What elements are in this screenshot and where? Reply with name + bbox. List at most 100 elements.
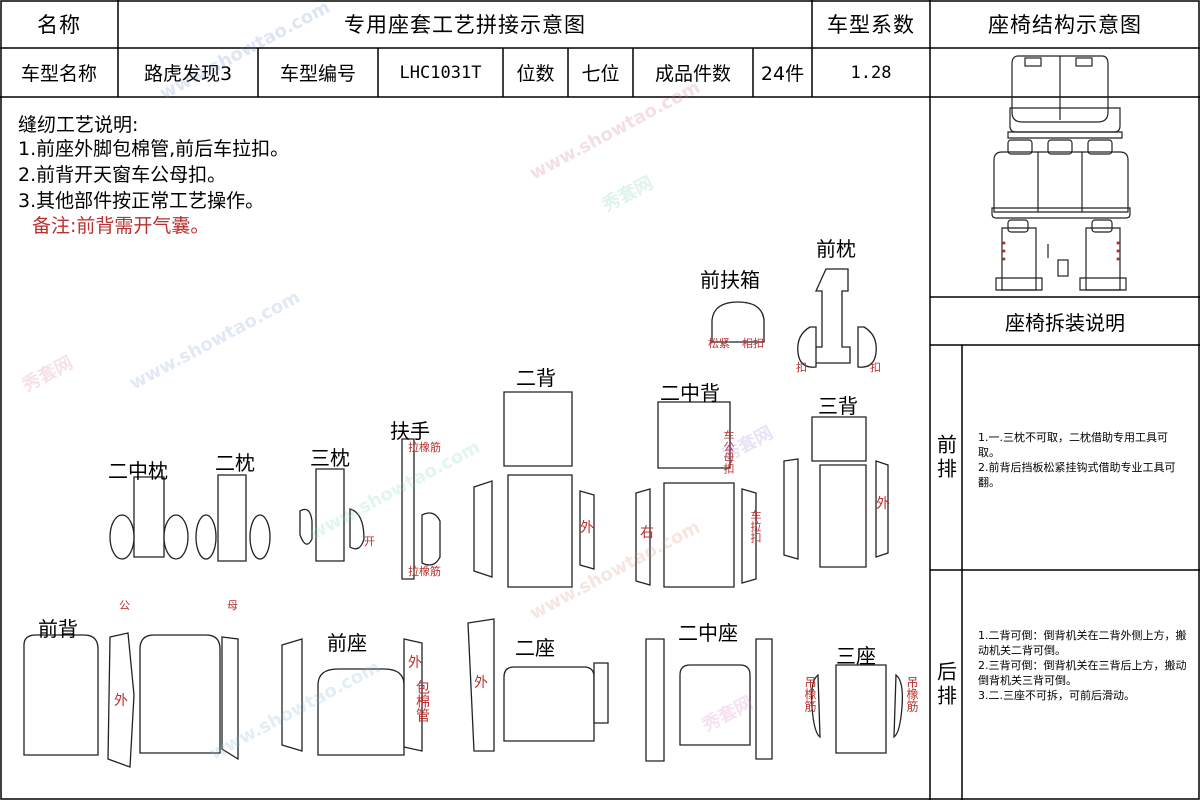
piece-second-seat-main (503, 666, 595, 742)
piece-third-headrest-left (299, 508, 313, 545)
piece-second-mid-headrest-left (109, 514, 135, 560)
label-armrest: 扶手 (390, 419, 430, 443)
piece-third-back-side-l (783, 458, 799, 560)
piece-front-seat-side-r (403, 638, 423, 752)
label-third-headrest: 三枕 (310, 446, 350, 470)
piece-second-seat-side (467, 618, 495, 752)
model-code-value: LHC1031T (399, 62, 482, 83)
piece-third-seat-main (835, 664, 887, 754)
note-pull-rubber-top: 拉橡筋 (408, 441, 441, 454)
label-second-headrest: 二枕 (215, 451, 255, 475)
label-front-seat: 前座 (327, 631, 367, 655)
label-second-seat: 二座 (515, 636, 555, 660)
piece-front-seat-main (317, 668, 405, 756)
model-name-label: 车型名称 (20, 63, 97, 85)
piece-front-headrest-left (797, 326, 817, 368)
note-right: 右 (640, 525, 654, 541)
piece-second-mid-seat-side (645, 638, 665, 762)
label-second-back: 二背 (516, 366, 556, 390)
model-code-label: 车型编号 (279, 63, 356, 85)
coef-label: 车型系数 (827, 13, 915, 37)
seat-structure-diagram (991, 55, 1131, 291)
piece-second-mid-back-top (657, 401, 731, 469)
piece-second-mid-back-main (663, 482, 735, 588)
seats-value: 七位 (581, 63, 620, 85)
piece-third-back-side-r (875, 460, 889, 558)
note-outside-4: 外 (408, 655, 422, 671)
piece-third-seat-side-l (810, 673, 821, 739)
page-title: 专用座套工艺拼接示意图 (344, 13, 586, 37)
piece-front-headrest-center (813, 268, 851, 364)
front-row-text: 1.一.三枕不可取，二枕借助专用工具可取。 2.前背后挡板松紧挂钩式借助专业工具… (978, 431, 1176, 489)
piece-armrest-strip (401, 438, 415, 580)
note-kou-left: 扣 (796, 361, 807, 374)
process-item-2: 2.前背开天窗车公母扣。 (18, 164, 227, 186)
label-second-mid-headrest: 二中枕 (108, 459, 168, 483)
piece-second-back-side-r (579, 490, 595, 570)
piece-second-back-main (507, 474, 573, 588)
disassembly-title: 座椅拆装说明 (1005, 310, 1125, 335)
note-pull-rubber-bottom: 拉橡筋 (408, 565, 441, 578)
piece-second-back-top (503, 391, 573, 467)
piece-third-headrest-right (349, 508, 365, 550)
piece-third-back-top (811, 416, 867, 462)
name-label: 名称 (37, 13, 81, 37)
note-male-female-kou: 车公母扣 (722, 430, 735, 474)
label-second-mid-seat: 二中座 (678, 621, 738, 645)
piece-second-mid-seat-main (679, 664, 751, 746)
note-outside-2: 外 (876, 496, 890, 512)
pieces-value: 24件 (760, 63, 805, 85)
piece-second-mid-back-side-r (741, 488, 757, 584)
note-wrap-cotton: 包棉管 (414, 680, 430, 722)
note-outside-3: 外 (114, 693, 128, 709)
note-outside-1: 外 (580, 520, 594, 536)
note-console-left: 松紧 (708, 337, 730, 350)
piece-third-headrest (315, 468, 345, 562)
process-item-1: 1.前座外脚包棉管,前后车拉扣。 (18, 138, 290, 160)
process-item-3: 3.其他部件按正常工艺操作。 (18, 190, 265, 212)
piece-second-mid-seat-side-r (755, 638, 773, 760)
piece-second-back-side-l (473, 480, 493, 578)
note-open: 开 (364, 535, 375, 548)
label-front-console: 前扶箱 (700, 268, 760, 292)
piece-second-mid-headrest (133, 476, 165, 558)
piece-second-mid-back-side-l (635, 488, 651, 586)
process-remark: 备注:前背需开气囊。 (32, 215, 210, 237)
piece-third-back-main (819, 464, 867, 568)
piece-third-seat-side-r (893, 673, 904, 739)
piece-front-console (711, 301, 765, 343)
piece-second-headrest (217, 474, 247, 562)
coef-value: 1.28 (850, 62, 892, 83)
note-outside-5: 外 (474, 675, 488, 691)
label-third-back: 三背 (818, 394, 858, 418)
piece-second-headrest-left (195, 514, 217, 560)
structure-title: 座椅结构示意图 (988, 13, 1142, 37)
piece-front-back-side-r (221, 636, 239, 761)
label-second-mid-back: 二中背 (660, 381, 720, 405)
note-gong-left: 公 (119, 599, 130, 612)
piece-front-seat-side-l (281, 638, 303, 752)
piece-second-seat-strip (593, 662, 609, 724)
note-car-kou: 车拉扣 (749, 510, 762, 543)
piece-front-back-center (139, 634, 221, 754)
note-console-right: 相扣 (742, 337, 764, 350)
rear-row-text: 1.二背可倒：倒背机关在二背外侧上方，搬动机关二背可倒。 2.三背可倒：倒背机关… (978, 629, 1187, 702)
seats-label: 位数 (516, 63, 555, 85)
pattern-pieces-drawing (23, 268, 904, 768)
label-front-back: 前背 (38, 617, 78, 641)
piece-second-mid-headrest-right (163, 514, 189, 560)
rear-row-label: 后排 (933, 661, 958, 709)
piece-armrest-end (421, 512, 441, 566)
label-third-seat: 三座 (836, 644, 876, 668)
note-mu-right: 母 (227, 599, 238, 612)
pieces-label: 成品件数 (654, 63, 731, 85)
piece-front-back-main (23, 634, 99, 756)
note-kou-right: 扣 (870, 361, 881, 374)
model-name-value: 路虎发现3 (143, 63, 233, 85)
piece-second-headrest-right (249, 514, 271, 560)
process-title: 缝纫工艺说明: (18, 114, 139, 136)
piece-front-headrest-right (857, 326, 877, 368)
note-hang-rubber-right: 吊橡筋 (905, 676, 919, 712)
front-row-label: 前排 (933, 433, 958, 482)
